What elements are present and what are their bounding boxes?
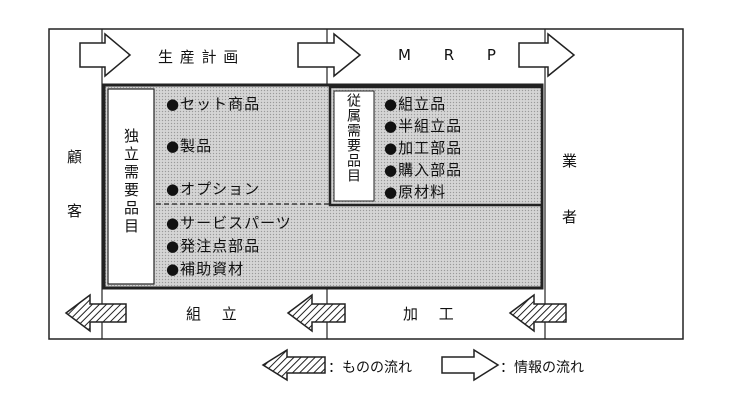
list-item-subassembly: ●半組立品: [384, 117, 463, 135]
legend-info-flow-label: ：情報の流れ: [500, 360, 584, 376]
supplier-label-2: 者: [562, 208, 579, 226]
list-item-raw-materials: ●原材料: [384, 183, 447, 201]
info-arrow-left: [79, 32, 132, 78]
list-item-set-product: ●セット商品: [166, 95, 261, 113]
info-arrow-right: [518, 32, 576, 78]
customer-label-2: 客: [67, 202, 84, 220]
independent-label-box: [107, 88, 155, 285]
list-item-purchased-parts: ●購入部品: [384, 161, 463, 179]
list-item-reorder-parts: ●発注点部品: [166, 237, 261, 255]
list-item-machined-parts: ●加工部品: [384, 139, 463, 157]
list-item-auxiliary-materials: ●補助資材: [166, 260, 245, 278]
material-arrow-center: [286, 293, 346, 333]
dependent-label-box: [333, 90, 375, 202]
supplier-label-1: 業: [562, 152, 579, 170]
machining-label: 加 工: [403, 305, 462, 323]
info-arrow-center: [297, 32, 362, 78]
material-arrow-right: [508, 293, 567, 333]
legend-material-flow-label: ：ものの流れ: [328, 360, 412, 376]
legend-material-arrow: [261, 348, 326, 382]
material-arrow-left: [64, 293, 127, 333]
production-plan-label: 生 産 計 画: [158, 48, 240, 66]
assembly-label: 組 立: [186, 305, 245, 323]
independent-demand-label: 独立需要品目: [122, 128, 140, 236]
list-item-option: ●オプション: [166, 180, 261, 198]
mrp-label: M R P: [398, 46, 510, 64]
list-item-product: ●製品: [166, 137, 213, 155]
legend-info-arrow: [441, 348, 500, 382]
customer-label-1: 顧: [67, 148, 84, 166]
list-item-assembly: ●組立品: [384, 95, 447, 113]
dependent-demand-label: 従属需要品目: [345, 93, 361, 183]
list-item-service-parts: ●サービスパーツ: [166, 214, 292, 232]
